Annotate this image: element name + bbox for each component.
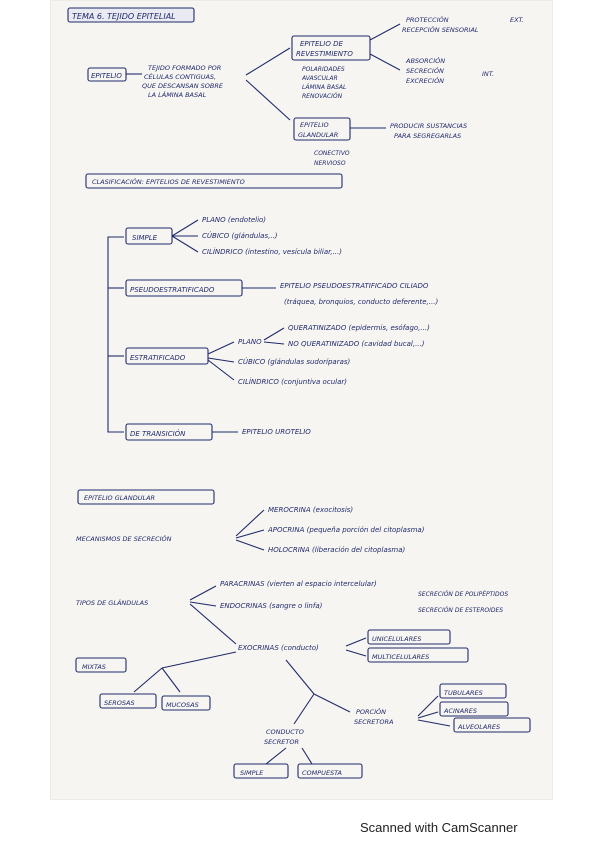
mucosas: MUCOSAS [166,701,199,709]
pseudo-label: PSEUDOESTRATIFICADO [130,286,215,294]
proteccion: PROTECCIÓN [406,15,449,24]
simple-conducto-box [233,763,289,779]
unicelulares-box [367,629,451,645]
tubulares: TUBULARES [444,689,483,697]
conducto-simple: SIMPLE [240,769,264,777]
secrecion-esteroides: SECRECIÓN DE ESTEROIDES [418,607,503,614]
alveolares-box [453,717,531,733]
endocrinas: ENDOCRINAS (sangre o linfa) [220,602,323,610]
pseudo-desc-1: EPITELIO PSEUDOESTRATIFICADO CILIADO [280,282,429,290]
rev-line-1: EPITELIO DE [300,40,343,48]
tej-nervioso: NERVIOSO [314,160,346,167]
tipos-label: TIPOS DE GLÁNDULAS [76,598,148,607]
prop-3: LÁMINA BASAL [302,84,346,91]
tej-conectivo: CONECTIVO [314,150,350,157]
prop-1: POLARIDADES [302,66,345,73]
prop-2: AVASCULAR [301,75,338,82]
serosas: SEROSAS [104,699,135,707]
acinares-box [439,701,509,717]
no-queratinizado: NO QUERATINIZADO (cavidad bucal,...) [288,340,425,348]
estratificado-label: ESTRATIFICADO [130,354,186,362]
glandular-title-box [77,489,215,505]
conducto-line-2: SECRETOR [264,738,299,746]
serosas-box [99,693,157,709]
recepcion: RECEPCIÓN SENSORIAL [402,25,479,34]
mixtas-box [75,657,127,673]
acinares: ACINARES [443,707,477,715]
pseudo-desc-2: (tráquea, bronquios, conducto deferente,… [284,298,438,306]
ext-label: EXT. [510,16,524,24]
secrecion-polipeptidos: SECRECIÓN DE POLIPÉPTIDOS [418,590,508,598]
merocrina: MEROCRINA (exocitosis) [268,506,353,514]
clasificacion-box [85,173,343,189]
exocrinas: EXOCRINAS (conducto) [238,644,319,652]
conducto-compuesta: COMPUESTA [302,769,342,777]
urotelio: EPITELIO UROTELIO [242,428,311,436]
absorcion: ABSORCIÓN [405,56,445,65]
int-label: INT. [482,70,494,78]
tubulares-box [439,683,507,699]
alveolares: ALVEOLARES [457,723,500,731]
prop-4: RENOVACIÓN [302,93,343,100]
porcion-line-1: PORCIÓN [356,707,386,716]
apocrina: APOCRINA (pequeña porción del citoplasma… [267,526,425,534]
excrecion: EXCRECIÓN [406,76,444,85]
multicelulares: MULTICELULARES [372,653,429,661]
mucosas-box [161,695,211,711]
holocrina: HOLOCRINA (liberación del citoplasma) [268,546,405,554]
revestimiento-box [291,35,371,61]
paracrinas: PARACRINAS (vierten al espacio intercelu… [220,580,377,588]
clasificacion-title: CLASIFICACIÓN: EPITELIOS DE REVESTIMIENT… [92,177,245,186]
scanned-page: TEMA 6. TEJIDO EPITELIAL EPITELIO TEJIDO… [50,0,553,800]
gl-line-2: GLANDULAR [298,131,338,139]
estrat-cubico: CÚBICO (glándulas sudoríparas) [238,357,351,366]
simple-cilindrico: CILÍNDRICO (intestino, vesícula biliar,.… [202,247,342,256]
def-line-1: TEJIDO FORMADO POR [148,64,221,72]
multicelulares-box [367,647,469,663]
unicelulares: UNICELULARES [372,635,421,643]
glandular-box [293,117,351,141]
epitelio-label: EPITELIO [91,72,122,80]
rev-line-2: REVESTIMIENTO [296,50,353,58]
prod-line-1: PRODUCIR SUSTANCIAS [390,122,467,130]
estratificado-box [125,347,209,365]
porcion-line-2: SECRETORA [354,718,393,726]
conducto-line-1: CONDUCTO [266,728,304,736]
gl-line-1: EPITELIO [300,121,329,129]
mecanismos-label: MECANISMOS DE SECRECIÓN [76,534,172,543]
glandular-title: EPITELIO GLANDULAR [84,494,155,502]
transicion-label: DE TRANSICIÓN [130,429,186,438]
secrecion: SECRECIÓN [406,66,444,75]
title-text: TEMA 6. TEJIDO EPITELIAL [72,12,176,21]
def-line-3: QUE DESCANSAN SOBRE [142,82,224,90]
simple-cubico: CÚBICO (glándulas,..) [202,231,278,240]
mixtas: MIXTAS [82,663,106,671]
handwritten-notes: TEMA 6. TEJIDO EPITELIAL EPITELIO TEJIDO… [67,7,531,779]
def-line-2: CÉLULAS CONTIGUAS, [144,72,216,81]
queratinizado: QUERATINIZADO (epidermis, esófago,...) [288,324,430,332]
scanner-watermark: Scanned with CamScanner [360,820,518,835]
prod-line-2: PARA SEGREGARLAS [394,132,461,140]
simple-plano: PLANO (endotelio) [202,216,266,224]
simple-label: SIMPLE [132,234,158,242]
estrat-plano: PLANO [238,338,262,346]
compuesta-box [297,763,363,779]
title-box [67,7,195,23]
estrat-cilindrico: CILÍNDRICO (conjuntiva ocular) [238,377,347,386]
def-line-4: LA LÁMINA BASAL [148,90,207,99]
